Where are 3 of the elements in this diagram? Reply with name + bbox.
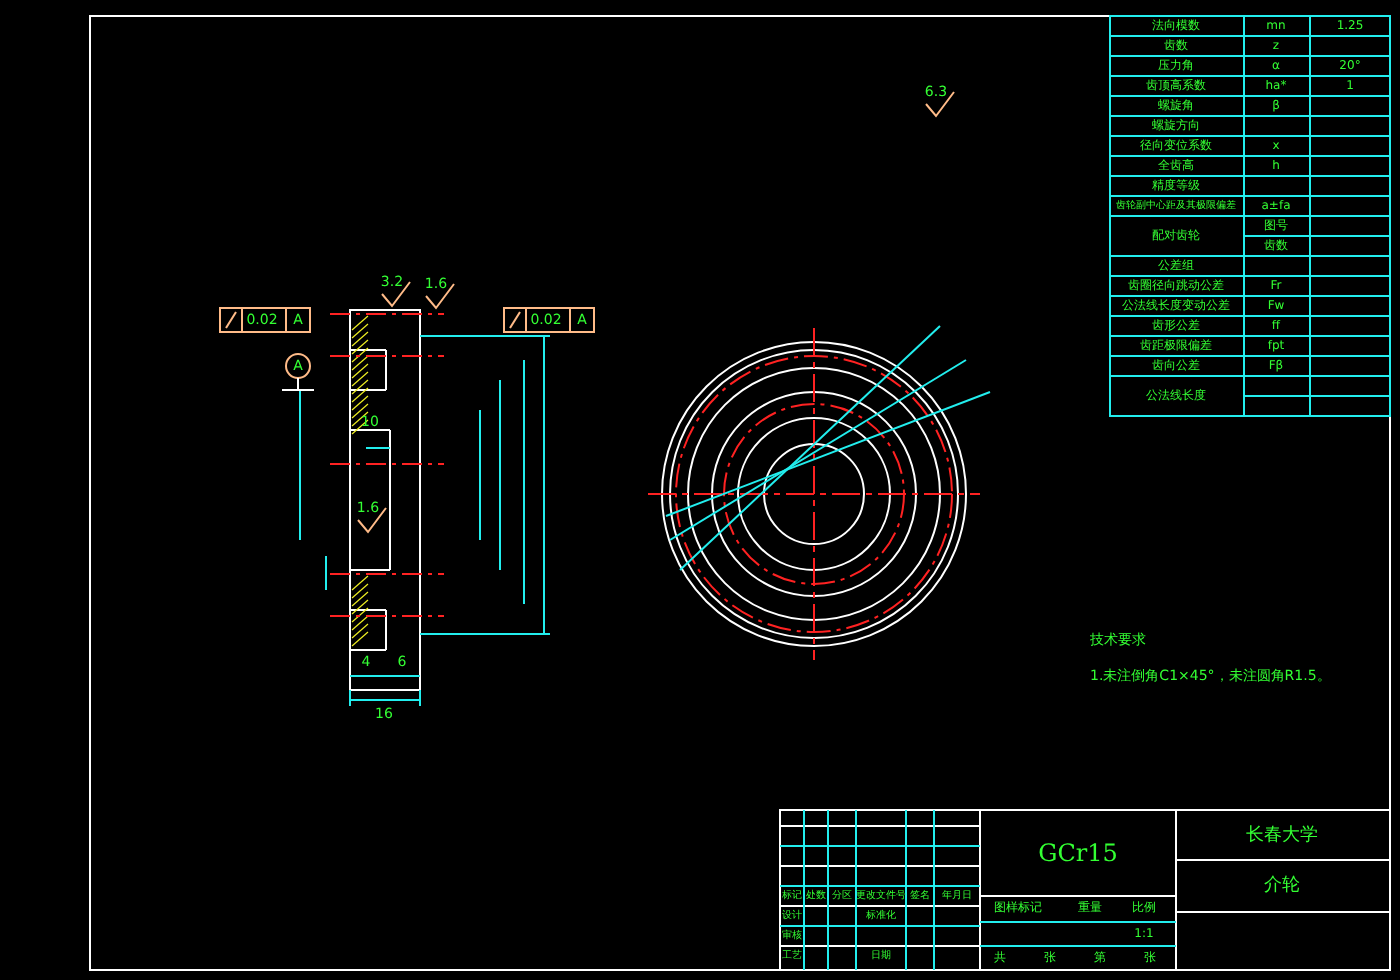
material-name: GCr15 [1038,841,1118,867]
part-name: 介轮 [1264,876,1300,896]
school-name: 长春大学 [1246,826,1318,846]
